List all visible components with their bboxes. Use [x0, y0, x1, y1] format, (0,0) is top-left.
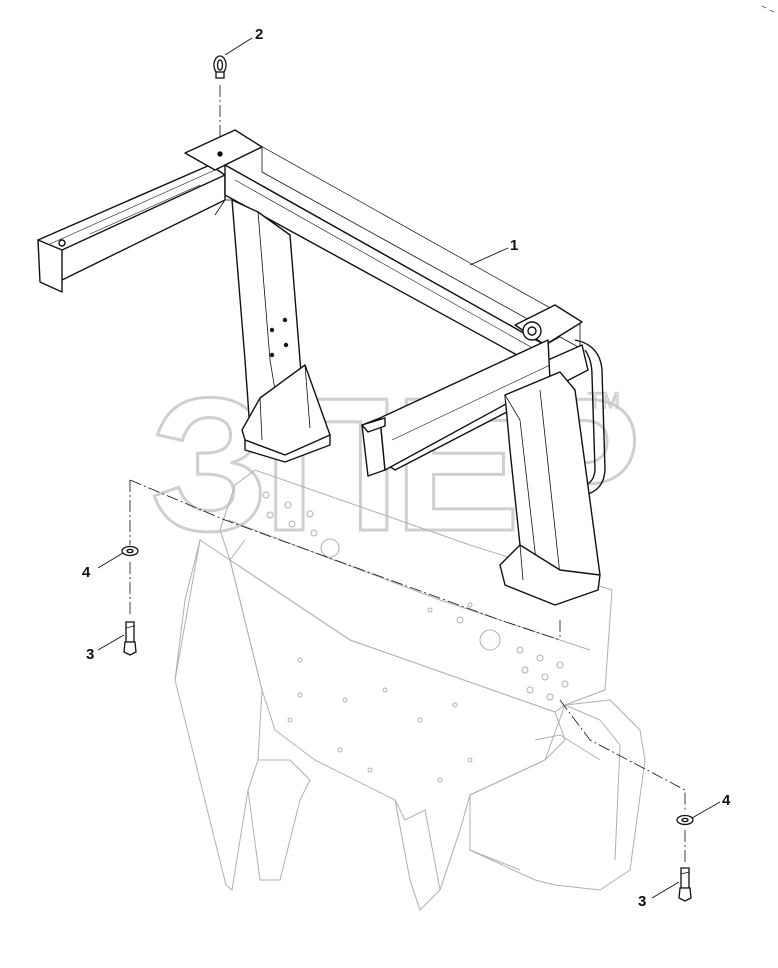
- washer-left: [121, 545, 139, 557]
- callout-3-right: 3: [638, 893, 646, 910]
- callout-4-left: 4: [82, 564, 91, 581]
- leader-lines: [97, 37, 721, 899]
- washer-right: [676, 814, 694, 826]
- eyebolt-part: [213, 55, 227, 79]
- machine-base-ghost: [174, 469, 646, 911]
- corner-mark: [761, 5, 775, 13]
- bolt-right: [678, 867, 692, 902]
- callout-4-right: 4: [722, 792, 731, 809]
- callout-labels: 2 1 4 3 4 3: [82, 26, 731, 910]
- callout-1: 1: [510, 237, 518, 254]
- lifting-frame: [37, 129, 606, 606]
- bolt-left: [123, 621, 137, 656]
- callout-2: 2: [255, 26, 263, 43]
- callout-3-left: 3: [86, 646, 94, 663]
- assembly-lines: [129, 85, 686, 865]
